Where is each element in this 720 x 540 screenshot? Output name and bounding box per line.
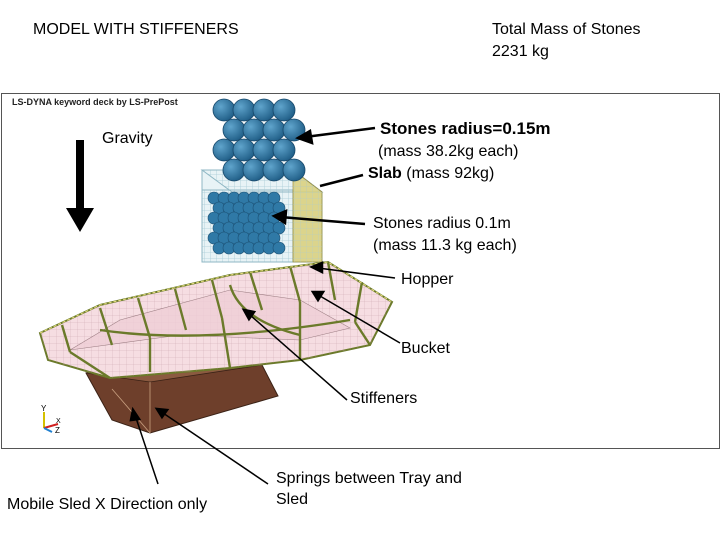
axis-z-label: Z (55, 426, 60, 435)
big-stone (232, 98, 256, 122)
big-stones (212, 98, 306, 182)
stiffeners-label: Stiffeners (350, 390, 418, 407)
viewport-title: LS-DYNA keyword deck by LS-PrePost (12, 97, 178, 107)
springs-label-line2: Sled (276, 491, 309, 508)
small-stone (267, 231, 281, 245)
big-stones-mass: (mass 38.2kg each) (378, 143, 519, 160)
small-stone (267, 191, 281, 205)
slab-name: Slab (368, 165, 402, 182)
small-stone (272, 221, 286, 235)
big-stone (282, 118, 306, 142)
bucket-label: Bucket (401, 340, 450, 357)
big-stone (282, 158, 306, 182)
axis-triad: Y Z X (41, 404, 61, 435)
gravity-label: Gravity (102, 130, 153, 147)
hopper-label: Hopper (401, 271, 454, 288)
big-stone (242, 118, 266, 142)
big-stone (212, 98, 236, 122)
big-stones-label: Stones radius=0.15m (380, 119, 551, 138)
big-stone (262, 118, 286, 142)
slab-label: Slab (mass 92kg) (368, 163, 494, 184)
bucket (38, 260, 394, 380)
big-stone (262, 158, 286, 182)
big-stone (212, 138, 236, 162)
sled-label: Mobile Sled X Direction only (7, 496, 208, 513)
big-stone (242, 158, 266, 182)
big-stone (272, 98, 296, 122)
big-stone (252, 98, 276, 122)
small-stones (207, 191, 286, 255)
total-mass-label: Total Mass of Stones (492, 21, 641, 38)
axis-x-label: X (56, 418, 61, 425)
small-stone (272, 241, 286, 255)
gravity-arrow (66, 140, 94, 232)
pointer-lines (129, 126, 401, 485)
page-title: MODEL WITH STIFFENERS (33, 21, 239, 38)
slab-mass: (mass 92kg) (406, 165, 495, 182)
big-stone (252, 138, 276, 162)
small-stones-mass: (mass 11.3 kg each) (373, 237, 517, 254)
big-stone (272, 138, 296, 162)
small-stones-label: Stones radius 0.1m (373, 215, 511, 232)
big-stone (222, 158, 246, 182)
springs-label-line1: Springs between Tray and (276, 470, 462, 487)
big-stone (232, 138, 256, 162)
big-stone (222, 118, 246, 142)
axis-y-label: Y (41, 404, 47, 413)
total-mass-value: 2231 kg (492, 43, 549, 60)
